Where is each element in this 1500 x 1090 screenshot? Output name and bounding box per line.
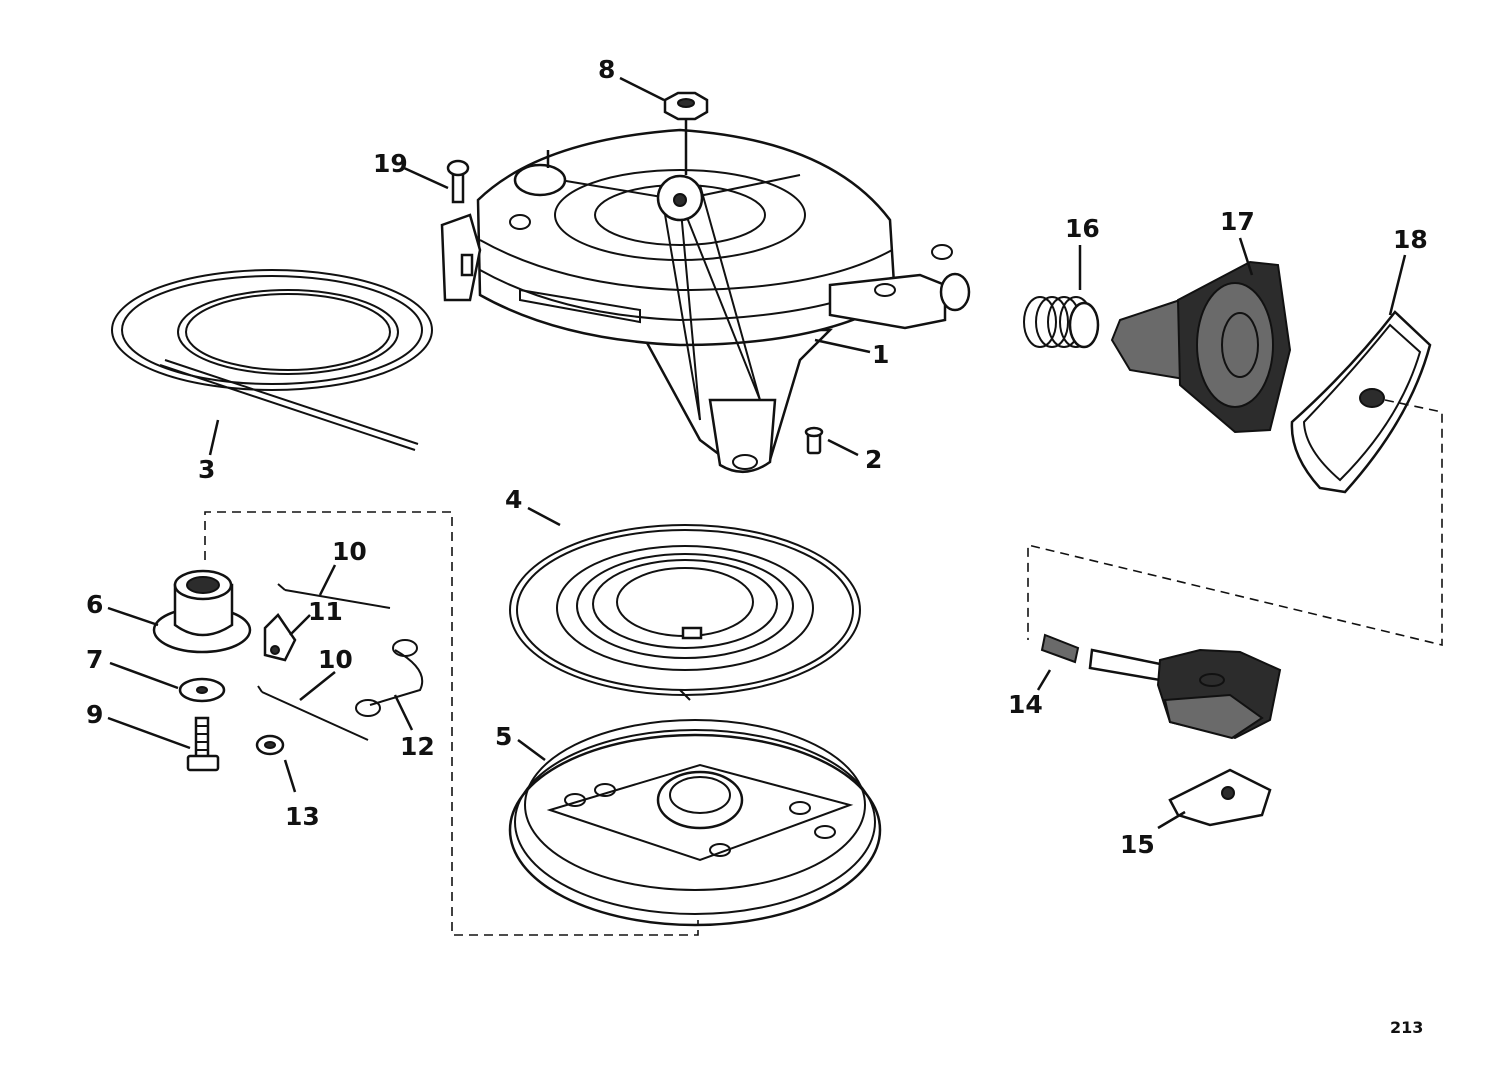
part-10-link-lower bbox=[257, 671, 369, 741]
callout-label-7: 7 bbox=[86, 645, 103, 674]
part-17-handle-housing bbox=[1110, 237, 1292, 434]
callout-label-16: 16 bbox=[1065, 214, 1100, 243]
part-15-clip bbox=[1157, 768, 1272, 830]
callout-label-17: 17 bbox=[1220, 207, 1255, 236]
callout-label-12: 12 bbox=[400, 732, 435, 761]
part-3-starter-rope bbox=[111, 269, 433, 456]
callout-label-1: 1 bbox=[872, 340, 889, 369]
part-12-spring-clip bbox=[355, 639, 424, 731]
part-11-pawl bbox=[263, 613, 311, 662]
callout-label-8: 8 bbox=[598, 55, 615, 84]
callout-label-10-upper: 10 bbox=[332, 537, 367, 566]
callout-label-4: 4 bbox=[505, 485, 522, 514]
part-16-spring bbox=[1023, 245, 1100, 349]
part-9-bolt bbox=[107, 716, 220, 772]
callout-label-14: 14 bbox=[1008, 690, 1043, 719]
part-13-lock-washer bbox=[255, 734, 297, 793]
callout-label-2: 2 bbox=[865, 445, 882, 474]
assembly-guide-left bbox=[204, 511, 699, 936]
part-10-link-upper bbox=[277, 564, 391, 609]
part-7-washer bbox=[109, 661, 226, 703]
part-19-screw bbox=[403, 159, 470, 204]
part-14-starter-handle bbox=[1036, 633, 1282, 740]
figure-number: 213 bbox=[1390, 1018, 1423, 1037]
callout-label-19: 19 bbox=[373, 149, 408, 178]
callout-label-6: 6 bbox=[86, 590, 103, 619]
callout-label-13: 13 bbox=[285, 802, 320, 831]
part-5-rope-pulley bbox=[508, 719, 882, 927]
part-8-nut bbox=[619, 76, 709, 175]
callout-label-11: 11 bbox=[308, 597, 343, 626]
part-1-starter-housing bbox=[440, 128, 971, 473]
callout-label-5: 5 bbox=[495, 722, 512, 751]
callout-label-15: 15 bbox=[1120, 830, 1155, 859]
callout-label-10-lower: 10 bbox=[318, 645, 353, 674]
part-6-hub bbox=[107, 569, 252, 654]
part-18-plate bbox=[1290, 254, 1432, 494]
callout-label-18: 18 bbox=[1393, 225, 1428, 254]
callout-label-9: 9 bbox=[86, 700, 103, 729]
part-4-rewind-spring bbox=[509, 506, 861, 701]
part-2-screw bbox=[804, 426, 859, 457]
assembly-guide-right bbox=[1027, 399, 1443, 647]
callout-label-3: 3 bbox=[198, 455, 215, 484]
